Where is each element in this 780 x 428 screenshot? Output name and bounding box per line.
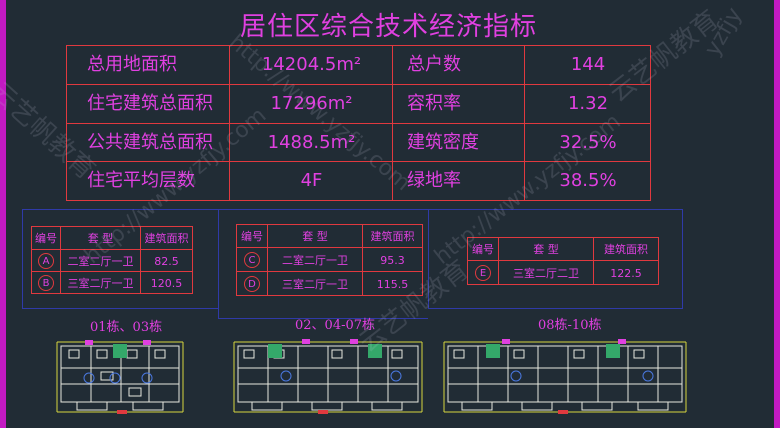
header-type: 套 型 [60, 227, 140, 249]
unit-type: 二室二厅一卫 [267, 248, 362, 272]
unit-code-cell: D [237, 272, 267, 296]
unit-type: 三室二厅一卫 [267, 272, 362, 296]
unit-area: 122.5 [593, 261, 658, 285]
table-row: C 二室二厅一卫 95.3 [237, 247, 422, 272]
header-code: 编号 [35, 232, 57, 245]
table-cell: 32.5% [524, 124, 651, 162]
header-type: 套 型 [267, 225, 362, 247]
frame-line [218, 318, 428, 319]
floor-plan-02-07 [233, 339, 423, 414]
left-frame-bar [0, 0, 6, 428]
unit-table-1: 编号 套 型 建筑面积 A 二室二厅一卫 82.5 B 三室二厅一卫 120.5 [31, 226, 193, 294]
unit-area: 120.5 [140, 272, 192, 294]
table-cell: 1488.5m² [229, 124, 393, 162]
table-row: 住宅建筑总面积 17296m² 容积率 1.32 [67, 84, 650, 123]
header-type: 套 型 [498, 238, 593, 260]
building-caption: 02、04-07栋 [295, 318, 376, 333]
table-cell: 38.5% [524, 162, 651, 200]
table-cell: 容积率 [392, 85, 524, 123]
building-caption: 08栋-10栋 [538, 318, 602, 333]
unit-code: D [244, 276, 260, 292]
table-cell: 144 [524, 46, 651, 84]
table-cell: 4F [229, 162, 393, 200]
table-row: B 三室二厅一卫 120.5 [32, 271, 192, 294]
table-cell: 14204.5m² [229, 46, 393, 84]
table-cell: 总户数 [392, 46, 524, 84]
building-caption: 01栋、03栋 [90, 320, 163, 335]
unit-table-2: 编号 套 型 建筑面积 C 二室二厅一卫 95.3 D 三室二厅一卫 115.5 [236, 224, 423, 296]
header-area: 建筑面积 [593, 238, 658, 260]
table-cell: 17296m² [229, 85, 393, 123]
frame-line [428, 308, 682, 309]
table-cell: 总用地面积 [87, 54, 177, 75]
table-cell: 住宅建筑总面积 [87, 93, 213, 114]
floor-plan-01-03 [56, 340, 184, 414]
unit-table-3: 编号 套 型 建筑面积 E 三室二厅二卫 122.5 [467, 237, 659, 285]
unit-code-cell: A [32, 250, 60, 272]
unit-code-cell: C [237, 248, 267, 272]
table-header-row: 编号 套 型 建筑面积 [237, 225, 422, 247]
floor-plan-08-10 [443, 339, 687, 414]
table-header-row: 编号 套 型 建筑面积 [32, 227, 192, 249]
table-row: E 三室二厅二卫 122.5 [468, 260, 658, 285]
table-row: A 二室二厅一卫 82.5 [32, 249, 192, 272]
frame-line [682, 209, 683, 309]
header-area: 建筑面积 [362, 225, 422, 247]
table-cell: 建筑密度 [392, 124, 524, 162]
header-code: 编号 [472, 243, 494, 256]
unit-code-cell: B [32, 272, 60, 294]
unit-code: A [38, 253, 54, 269]
table-header-row: 编号 套 型 建筑面积 [468, 238, 658, 260]
table-row: 公共建筑总面积 1488.5m² 建筑密度 32.5% [67, 123, 650, 162]
unit-type: 三室二厅一卫 [60, 272, 140, 294]
indicator-table: 总用地面积 14204.5m² 总户数 144 住宅建筑总面积 17296m² … [66, 45, 651, 201]
unit-code-cell: E [468, 261, 498, 285]
unit-area: 82.5 [140, 250, 192, 272]
table-row: 住宅平均层数 4F 绿地率 38.5% [67, 161, 650, 200]
unit-area: 95.3 [362, 248, 422, 272]
frame-line [218, 209, 219, 319]
unit-type: 二室二厅一卫 [60, 250, 140, 272]
unit-code: C [244, 252, 260, 268]
table-row: D 三室二厅一卫 115.5 [237, 271, 422, 296]
unit-type: 三室二厅二卫 [498, 261, 593, 285]
right-frame-bar [774, 0, 780, 428]
table-row: 总用地面积 14204.5m² 总户数 144 [67, 46, 650, 84]
unit-area: 115.5 [362, 272, 422, 296]
frame-line [22, 308, 218, 309]
frame-line [22, 209, 682, 210]
unit-code: E [475, 265, 491, 281]
frame-line [22, 209, 23, 309]
unit-code: B [38, 275, 54, 291]
watermark-text: yzfjy [700, 3, 748, 61]
frame-line [428, 209, 429, 309]
table-cell: 住宅平均层数 [87, 170, 195, 191]
table-cell: 绿地率 [392, 162, 524, 200]
header-code: 编号 [241, 230, 263, 243]
drawing-title: 居住区综合技术经济指标 [240, 12, 538, 42]
table-cell: 公共建筑总面积 [87, 132, 213, 153]
table-cell: 1.32 [524, 85, 651, 123]
header-area: 建筑面积 [140, 227, 192, 249]
